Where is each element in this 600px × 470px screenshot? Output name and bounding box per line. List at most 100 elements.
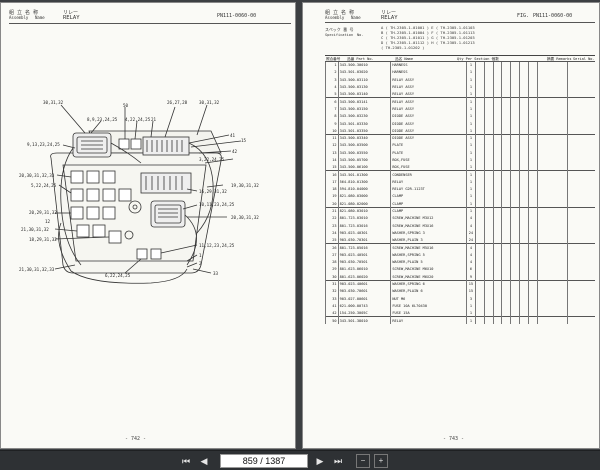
qty-cell [483, 127, 494, 135]
serial-cell [566, 60, 595, 69]
qty-cell [510, 287, 520, 295]
serial-cell [566, 178, 595, 186]
callout-label: 12 [45, 219, 51, 224]
remarks-cell [536, 119, 568, 128]
zoom-out-icon[interactable]: − [356, 454, 370, 468]
serial-cell [566, 90, 595, 98]
serial-cell [566, 251, 595, 259]
part-number: 801-723-03016 [337, 222, 391, 230]
remarks-cell [536, 229, 568, 237]
page-number-input[interactable]: 859 / 1387 [220, 454, 308, 468]
qty-cell [483, 119, 494, 128]
remarks-cell [536, 316, 568, 325]
qty-cell [492, 60, 502, 69]
serial-cell [566, 192, 595, 201]
qty-cell [475, 302, 485, 310]
item-number: 11 [325, 133, 339, 142]
qty-cell [492, 163, 502, 171]
qty-cell [492, 236, 502, 244]
serial-cell [566, 287, 595, 295]
qty-cell [475, 192, 485, 201]
qty-cell [518, 90, 529, 98]
assembly-label: Assembly [9, 15, 29, 20]
qty-cell [475, 105, 485, 113]
qty-cell: 1 [465, 163, 476, 171]
spec-row: ( TH-2305-1-01202 ) [381, 45, 425, 50]
callout-label: 18,29,31,32 [29, 237, 57, 242]
qty-cell [492, 214, 502, 223]
zoom-in-icon[interactable]: + [374, 454, 388, 468]
qty-cell: 1 [465, 206, 476, 215]
serial-cell [566, 105, 595, 113]
qty-cell [483, 83, 494, 91]
qty-cell [475, 60, 485, 69]
part-number: 801-623-06020 [337, 273, 391, 281]
qty-cell [510, 258, 520, 266]
name-en: RELAY [63, 15, 80, 21]
qty-cell [492, 105, 502, 113]
part-name: DIODE ASSY [390, 133, 467, 142]
last-page-icon[interactable]: ⏭ [333, 456, 343, 466]
qty-cell [510, 222, 520, 230]
remarks-cell [536, 170, 568, 179]
part-name: RELAY ASSY [390, 105, 467, 113]
qty-cell [518, 76, 529, 84]
remarks-cell [536, 265, 568, 274]
qty-cell [483, 287, 494, 295]
qty-cell [518, 200, 529, 208]
item-number: 50 [325, 316, 339, 325]
item-number: 9 [325, 119, 339, 128]
qty-cell [501, 83, 511, 91]
part-name: PLATE [390, 141, 467, 150]
remarks-cell [536, 76, 568, 84]
qty-cell [492, 243, 502, 252]
qty-cell [518, 229, 529, 237]
qty-cell [501, 214, 511, 223]
serial-cell [566, 97, 595, 106]
qty-cell [483, 149, 494, 157]
next-page-icon[interactable]: ▶ [316, 456, 324, 466]
part-number: 343-500-03340 [337, 133, 391, 142]
qty-cell [501, 156, 511, 164]
qty-cell [518, 273, 529, 281]
remarks-cell [536, 127, 568, 135]
item-number: 29 [325, 265, 339, 274]
callout-label: 26,27,28 [167, 100, 188, 105]
remarks-cell [536, 178, 568, 186]
item-number: 8 [325, 112, 339, 120]
item-number: 21 [325, 206, 339, 215]
qty-cell: 1 [465, 316, 476, 325]
item-number: 16 [325, 170, 339, 179]
qty-cell [475, 214, 485, 223]
part-number: 343-500-05700 [337, 156, 391, 164]
serial-cell [566, 214, 595, 223]
qty-cell [527, 316, 538, 325]
qty-cell [518, 156, 529, 164]
qty-cell [527, 112, 538, 120]
qty-cell [510, 243, 520, 252]
qty-cell [501, 279, 511, 288]
qty-cell [483, 76, 494, 84]
qty-cell [501, 163, 511, 171]
item-number: 42 [325, 309, 339, 317]
item-number: 32 [325, 287, 339, 295]
serial-cell [566, 127, 595, 135]
item-number: 15 [325, 163, 339, 171]
qty-cell: 1 [465, 192, 476, 201]
item-number: 5 [325, 90, 339, 98]
qty-cell [475, 279, 485, 288]
serial-cell [566, 295, 595, 303]
serial-cell [566, 206, 595, 215]
callout-label: 21,30,31,32,33 [19, 267, 55, 272]
prev-page-icon[interactable]: ◀ [200, 456, 208, 466]
fig-label: FIG. [517, 13, 530, 19]
qty-cell [501, 105, 511, 113]
first-page-icon[interactable]: ⏮ [181, 456, 191, 466]
qty-cell [492, 279, 502, 288]
